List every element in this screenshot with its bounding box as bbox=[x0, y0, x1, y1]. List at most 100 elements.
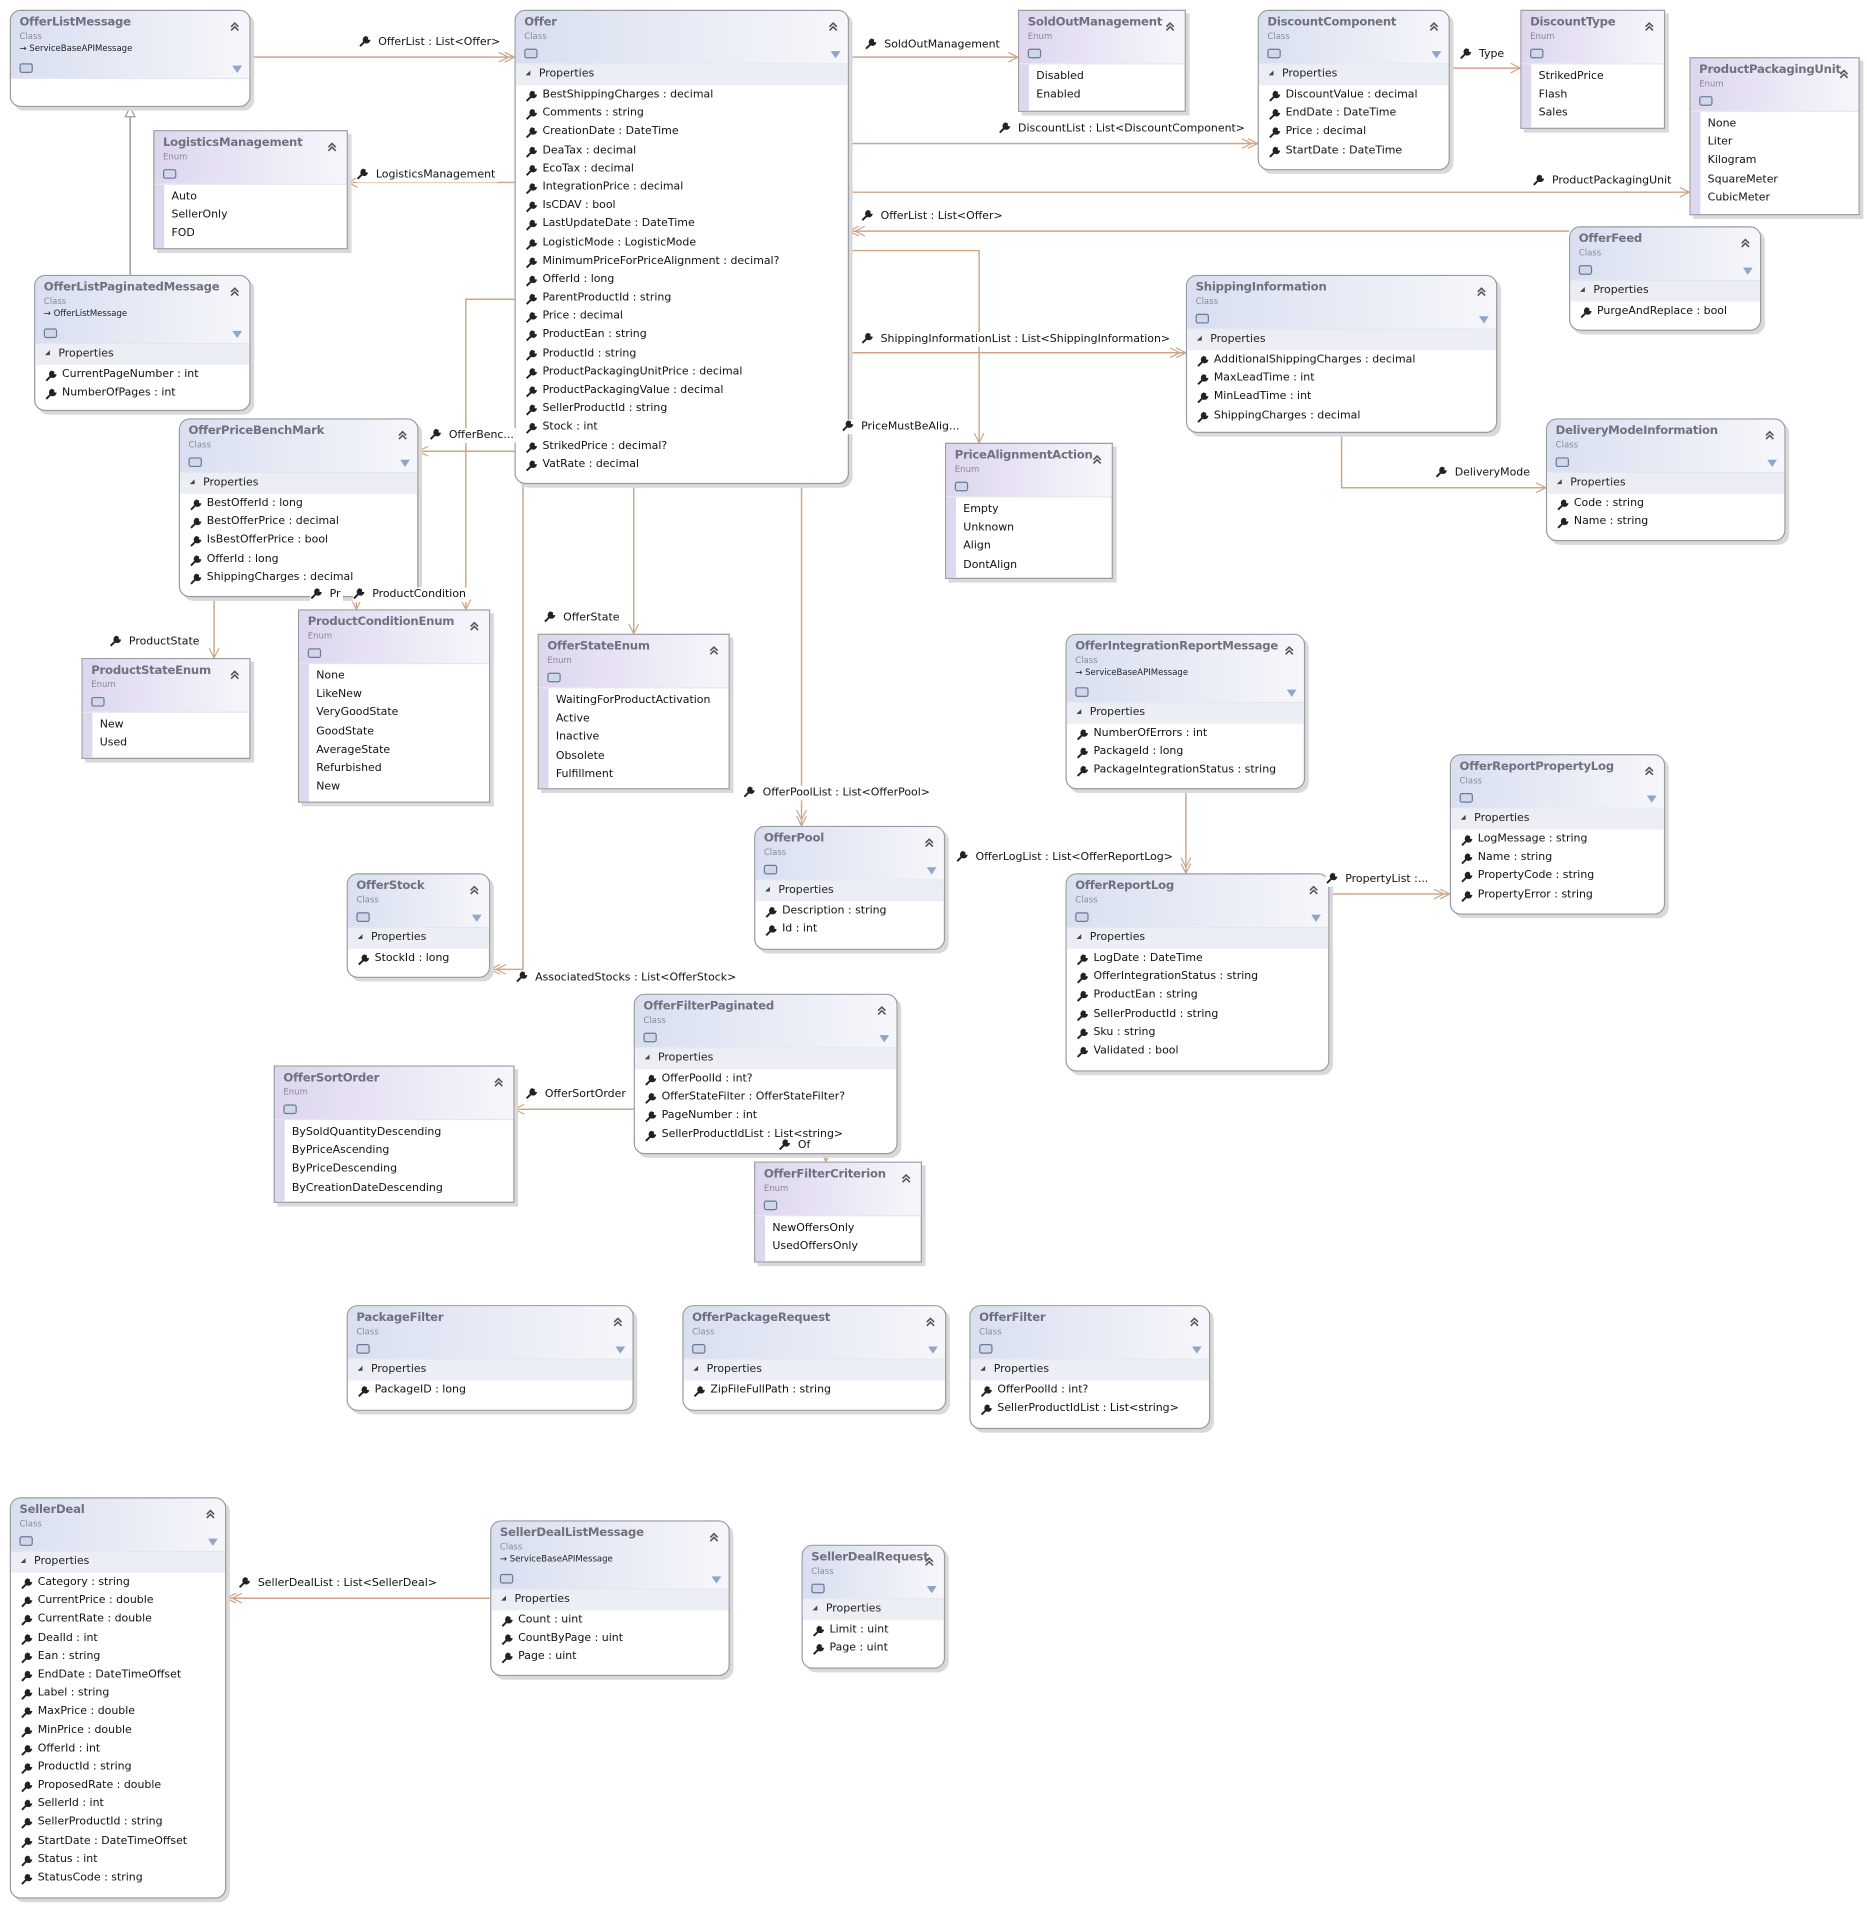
property-item[interactable]: OfferStateFilter : OfferStateFilter? bbox=[635, 1089, 897, 1107]
class-offer-integration-report-message[interactable]: OfferIntegrationReportMessage Class → Se… bbox=[1065, 633, 1306, 790]
properties-section-header[interactable]: Properties bbox=[491, 1589, 729, 1611]
shape-header[interactable]: ProductConditionEnum Enum bbox=[299, 610, 489, 665]
enum-value[interactable]: WaitingForProductActivation bbox=[555, 694, 711, 707]
association-label[interactable]: ProductCondition bbox=[352, 587, 469, 603]
shape-header[interactable]: OfferFilterPaginated Class bbox=[634, 994, 897, 1049]
enum-value[interactable]: Liter bbox=[1707, 136, 1733, 149]
enum-value[interactable]: ByPriceAscending bbox=[291, 1144, 390, 1157]
property-item[interactable]: SellerProductId : string bbox=[11, 1814, 225, 1832]
shape-header[interactable]: SellerDeal Class bbox=[10, 1498, 226, 1552]
collapse-chevron-icon[interactable] bbox=[1428, 15, 1440, 31]
association-label[interactable]: Of bbox=[778, 1138, 813, 1154]
expand-triangle-icon[interactable] bbox=[501, 1595, 506, 1601]
property-item[interactable]: Limit : uint bbox=[803, 1621, 944, 1639]
expand-triangle-icon[interactable] bbox=[812, 1605, 818, 1611]
collapse-chevron-icon[interactable] bbox=[827, 15, 839, 31]
enum-value[interactable]: Disabled bbox=[1036, 70, 1084, 83]
property-item[interactable]: Count : uint bbox=[491, 1612, 728, 1630]
property-item[interactable]: CreationDate : DateTime bbox=[516, 123, 848, 141]
property-item[interactable]: ProductId : string bbox=[516, 345, 848, 363]
shape-header[interactable]: Offer Class bbox=[515, 10, 848, 65]
property-item[interactable]: CurrentRate : double bbox=[11, 1611, 225, 1629]
enum-value[interactable]: None bbox=[1707, 117, 1737, 131]
properties-section-header[interactable]: Properties bbox=[1258, 64, 1449, 86]
expand-triangle-icon[interactable] bbox=[1076, 709, 1082, 714]
expand-triangle-icon[interactable] bbox=[357, 934, 363, 939]
filter-icon[interactable] bbox=[1191, 1346, 1202, 1354]
association-label[interactable]: SoldOutManagement bbox=[864, 37, 1003, 53]
property-item[interactable]: Label : string bbox=[11, 1685, 225, 1703]
enum-value[interactable]: ByCreationDateDescending bbox=[291, 1181, 443, 1194]
properties-section-header[interactable]: Properties bbox=[347, 1359, 633, 1381]
enum-value[interactable]: SquareMeter bbox=[1707, 173, 1778, 186]
enum-value[interactable]: CubicMeter bbox=[1707, 191, 1770, 205]
association-label[interactable]: LogisticsManagement bbox=[356, 167, 498, 183]
filter-icon[interactable] bbox=[1431, 51, 1442, 59]
collapse-chevron-icon[interactable] bbox=[326, 135, 338, 152]
association-label[interactable]: Type bbox=[1459, 47, 1507, 63]
shape-header[interactable]: SoldOutManagement Enum bbox=[1019, 10, 1185, 65]
filter-icon[interactable] bbox=[1286, 689, 1297, 697]
property-item[interactable]: LogDate : DateTime bbox=[1067, 950, 1329, 968]
property-item[interactable]: StatusCode : string bbox=[11, 1869, 225, 1887]
collapse-chevron-icon[interactable] bbox=[1308, 878, 1320, 895]
properties-section-header[interactable]: Properties bbox=[347, 928, 489, 949]
collapse-chevron-icon[interactable] bbox=[612, 1310, 624, 1327]
property-item[interactable]: OfferId : int bbox=[11, 1740, 225, 1758]
property-item[interactable]: BestOfferPrice : decimal bbox=[180, 514, 417, 532]
shape-header[interactable]: OfferReportLog Class bbox=[1066, 874, 1329, 929]
expand-triangle-icon[interactable] bbox=[1460, 814, 1466, 820]
collapse-chevron-icon[interactable] bbox=[1164, 15, 1176, 31]
association-label[interactable]: OfferState bbox=[543, 610, 622, 626]
association-label[interactable]: ProductPackagingUnit bbox=[1532, 173, 1674, 189]
class-offer-list-message[interactable]: OfferListMessage Class → ServiceBaseAPIM… bbox=[9, 9, 251, 108]
association-label[interactable]: ShippingInformationList : List<ShippingI… bbox=[861, 332, 1173, 347]
association-line[interactable] bbox=[490, 484, 524, 971]
property-item[interactable]: SellerProductIdList : List<string> bbox=[971, 1400, 1209, 1418]
property-item[interactable]: MaxLeadTime : int bbox=[1187, 370, 1496, 388]
property-item[interactable]: MinimumPriceForPriceAlignment : decimal? bbox=[516, 253, 848, 271]
properties-section-header[interactable]: Properties bbox=[802, 1599, 944, 1621]
filter-icon[interactable] bbox=[1646, 795, 1657, 803]
expand-triangle-icon[interactable] bbox=[1556, 479, 1562, 485]
property-item[interactable]: DeaTax : decimal bbox=[516, 142, 848, 160]
property-item[interactable]: IntegrationPrice : decimal bbox=[516, 179, 848, 197]
filter-icon[interactable] bbox=[1311, 914, 1321, 922]
properties-section-header[interactable]: Properties bbox=[1451, 808, 1664, 830]
association-label[interactable]: OfferList : List<Offer> bbox=[358, 35, 503, 50]
enum-value[interactable]: StrikedPrice bbox=[1538, 70, 1604, 83]
filter-icon[interactable] bbox=[926, 867, 937, 875]
expand-triangle-icon[interactable] bbox=[765, 886, 770, 892]
property-item[interactable]: CurrentPageNumber : int bbox=[35, 366, 249, 384]
expand-triangle-icon[interactable] bbox=[189, 479, 195, 485]
collapse-chevron-icon[interactable] bbox=[229, 15, 241, 31]
enum-value[interactable]: VeryGoodState bbox=[316, 707, 399, 720]
property-item[interactable]: Stock : int bbox=[516, 419, 848, 437]
property-item[interactable]: DealId : int bbox=[11, 1629, 225, 1647]
filter-icon[interactable] bbox=[232, 330, 243, 339]
enum-value[interactable]: GoodState bbox=[316, 725, 375, 738]
shape-header[interactable]: OfferFeed Class bbox=[1570, 227, 1760, 281]
enum-value[interactable]: Refurbished bbox=[316, 762, 382, 775]
enum-value[interactable]: Enabled bbox=[1036, 89, 1081, 102]
shape-header[interactable]: OfferStock Class bbox=[347, 874, 489, 929]
property-item[interactable]: CountByPage : uint bbox=[491, 1630, 728, 1648]
enum-value[interactable]: FOD bbox=[171, 227, 195, 241]
association-label[interactable]: DiscountList : List<DiscountComponent> bbox=[998, 121, 1248, 137]
collapse-chevron-icon[interactable] bbox=[229, 280, 241, 297]
collapse-chevron-icon[interactable] bbox=[1283, 639, 1295, 655]
enum-value[interactable]: Unknown bbox=[963, 522, 1015, 535]
collapse-chevron-icon[interactable] bbox=[924, 1310, 936, 1327]
shape-header[interactable]: ProductPackagingUnit Enum bbox=[1690, 58, 1859, 112]
property-item[interactable]: CurrentPrice : double bbox=[11, 1592, 225, 1610]
property-item[interactable]: OfferId : long bbox=[516, 271, 848, 289]
property-item[interactable]: Category : string bbox=[11, 1574, 225, 1592]
property-item[interactable]: AdditionalShippingCharges : decimal bbox=[1187, 352, 1496, 370]
